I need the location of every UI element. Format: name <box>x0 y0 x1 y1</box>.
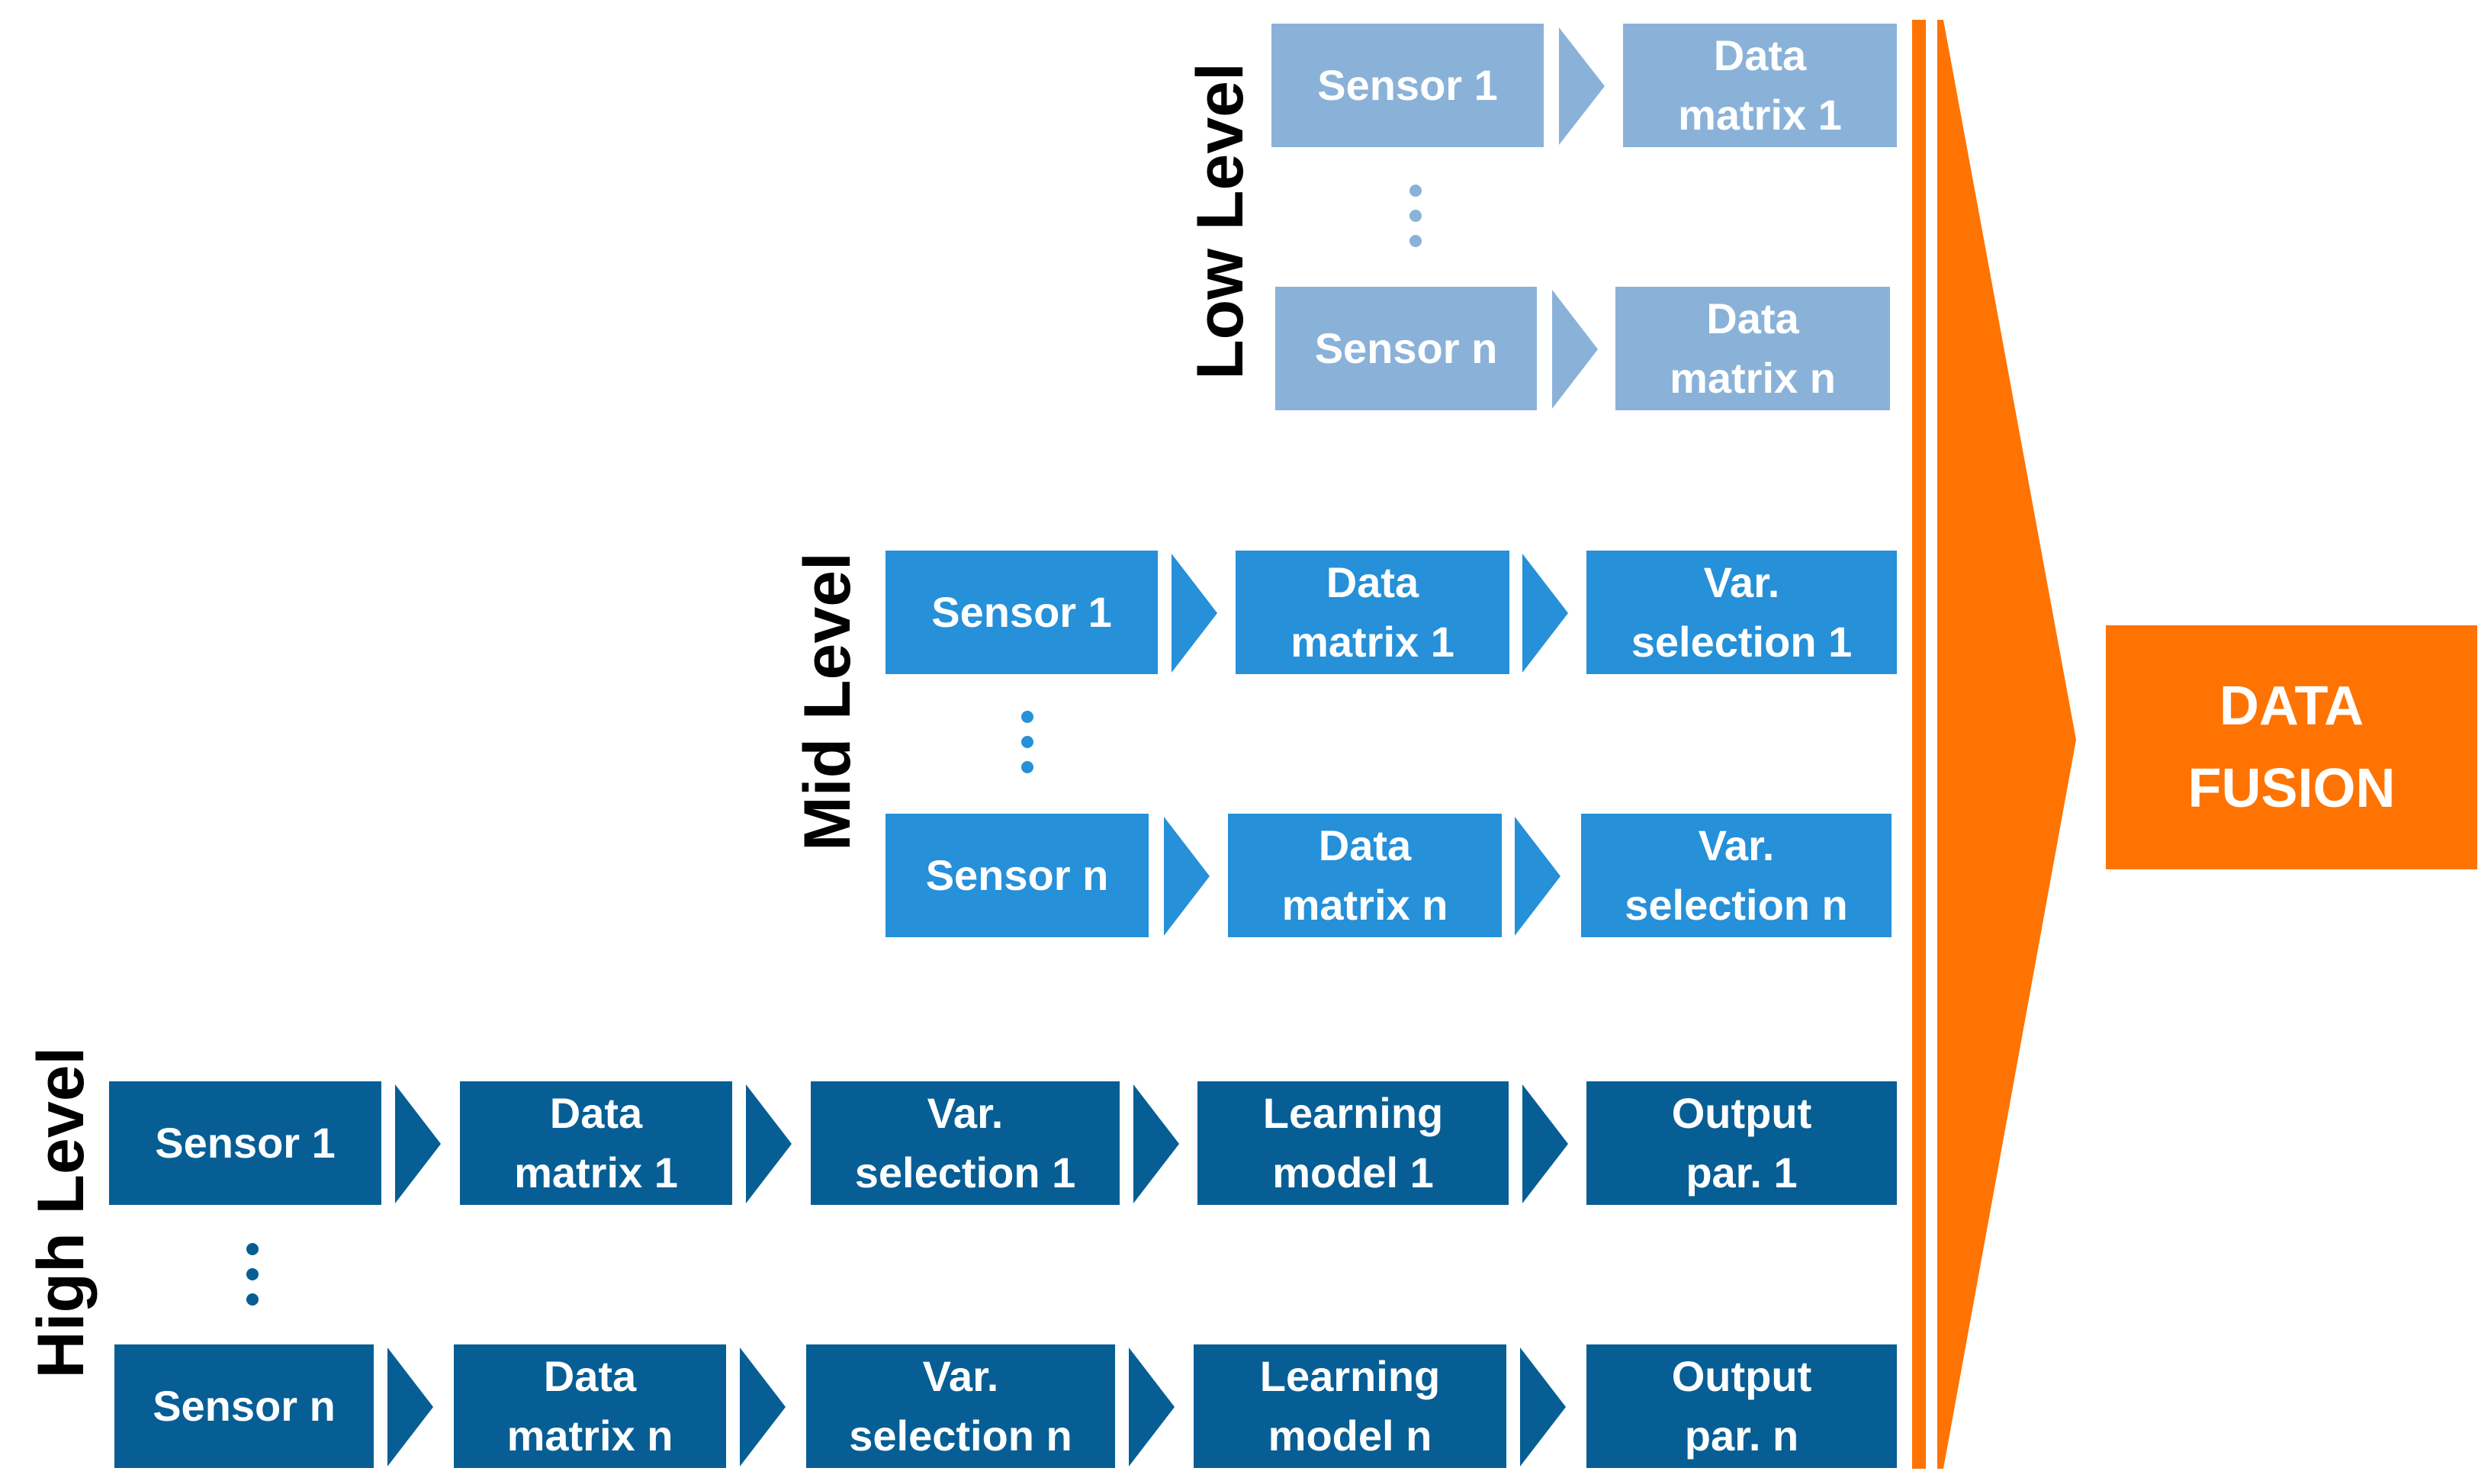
high-var-selection-1-box: Var. selection 1 <box>811 1081 1120 1205</box>
high-sensor-1-box: Sensor 1 <box>109 1081 381 1205</box>
high-data-matrix-n-box: Data matrix n <box>454 1344 726 1468</box>
high-output-par-n-box: Output par. n <box>1586 1344 1897 1468</box>
mid-arrow-1b <box>1522 554 1568 673</box>
low-ellipsis-dot-3 <box>1409 235 1422 247</box>
mid-sensor-n-box: Sensor n <box>886 814 1149 937</box>
high-arrow-1-4 <box>1522 1084 1568 1203</box>
high-arrow-1-2 <box>746 1084 792 1203</box>
mid-arrow-1a <box>1172 554 1217 673</box>
high-level-label: High Level <box>24 1046 98 1379</box>
low-sensor-n-box: Sensor n <box>1275 287 1537 410</box>
low-arrow-n <box>1552 290 1598 409</box>
low-level-label: Low Level <box>1183 63 1257 380</box>
high-output-par-1-box: Output par. 1 <box>1586 1081 1897 1205</box>
mid-ellipsis-dot-1 <box>1021 711 1033 723</box>
low-data-matrix-n-box: Data matrix n <box>1615 287 1890 410</box>
low-ellipsis-dot-2 <box>1409 210 1422 222</box>
high-arrow-n-3 <box>1129 1347 1175 1466</box>
high-var-selection-n-box: Var. selection n <box>806 1344 1115 1468</box>
data-fusion-box: DATA FUSION <box>2106 625 2477 869</box>
high-data-matrix-1-box: Data matrix 1 <box>460 1081 732 1205</box>
fusion-bar-left <box>1912 20 1926 1469</box>
low-sensor-1-box: Sensor 1 <box>1271 24 1544 147</box>
fusion-bar-right <box>1937 20 1943 1469</box>
low-arrow-1 <box>1559 27 1605 145</box>
high-arrow-1-1 <box>395 1084 441 1203</box>
mid-sensor-1-box: Sensor 1 <box>886 551 1158 674</box>
high-ellipsis-dot-1 <box>246 1243 259 1255</box>
high-arrow-n-4 <box>1520 1347 1566 1466</box>
mid-ellipsis-dot-2 <box>1021 736 1033 748</box>
high-arrow-n-1 <box>387 1347 433 1466</box>
mid-arrow-nb <box>1515 817 1560 936</box>
high-arrow-n-2 <box>740 1347 786 1466</box>
fusion-arrow <box>1943 20 2076 1469</box>
high-learning-model-n-box: Learning model n <box>1194 1344 1506 1468</box>
low-ellipsis-dot-1 <box>1409 185 1422 197</box>
high-ellipsis-dot-3 <box>246 1293 259 1306</box>
mid-level-label: Mid Level <box>790 552 864 851</box>
mid-arrow-na <box>1164 817 1210 936</box>
low-data-matrix-1-box: Data matrix 1 <box>1623 24 1897 147</box>
mid-var-selection-n-box: Var. selection n <box>1581 814 1892 937</box>
high-arrow-1-3 <box>1133 1084 1179 1203</box>
mid-data-matrix-n-box: Data matrix n <box>1228 814 1502 937</box>
high-ellipsis-dot-2 <box>246 1268 259 1280</box>
high-learning-model-1-box: Learning model 1 <box>1197 1081 1509 1205</box>
mid-ellipsis-dot-3 <box>1021 761 1033 773</box>
high-sensor-n-box: Sensor n <box>114 1344 374 1468</box>
mid-data-matrix-1-box: Data matrix 1 <box>1236 551 1509 674</box>
mid-var-selection-1-box: Var. selection 1 <box>1586 551 1897 674</box>
